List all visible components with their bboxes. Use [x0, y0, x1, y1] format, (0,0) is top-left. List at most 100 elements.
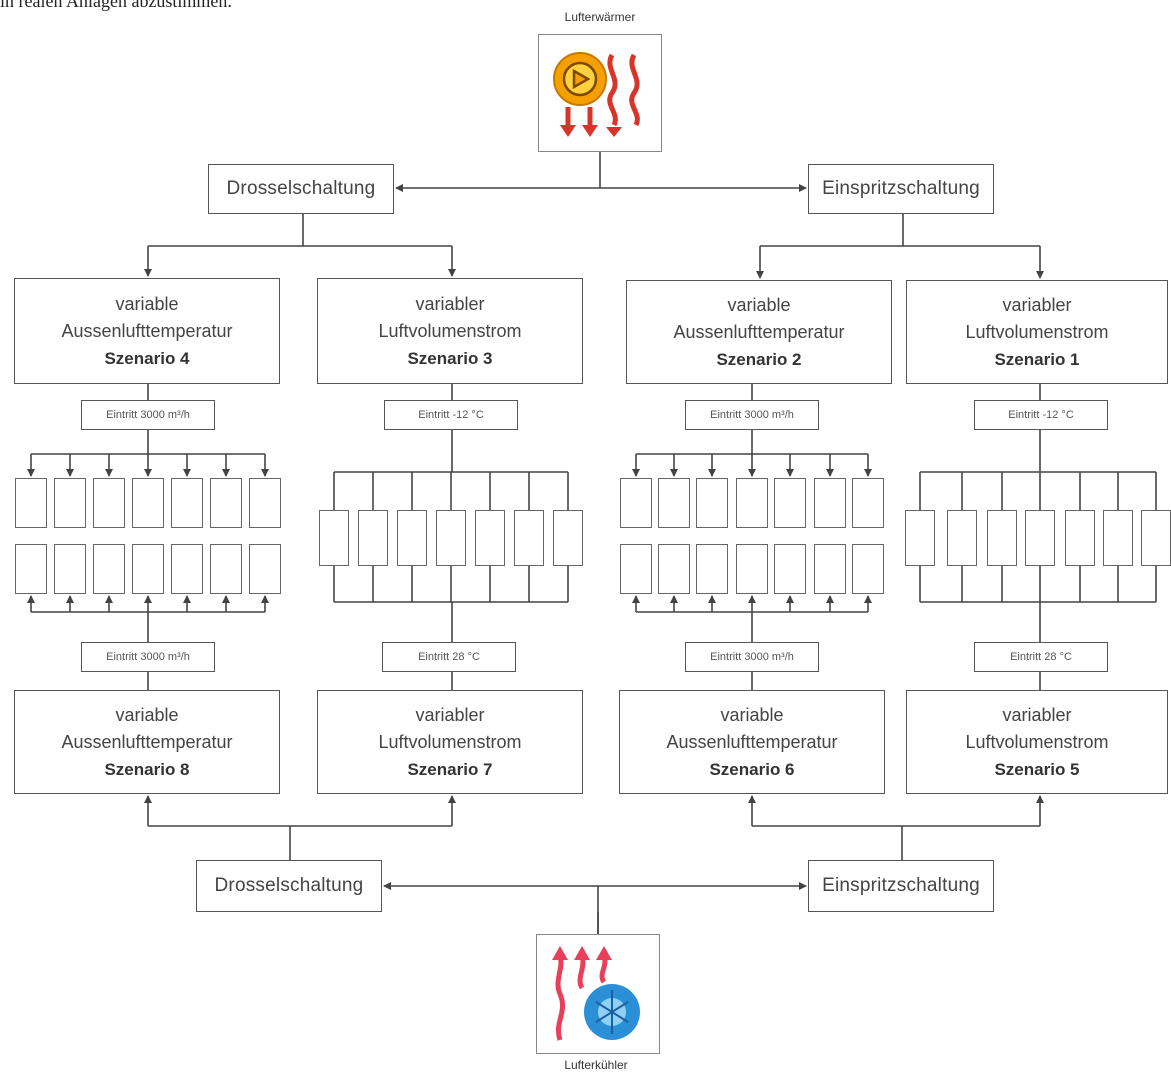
scenario-7-box: variabler Luftvolumenstrom Szenario 7 — [317, 690, 583, 794]
variant-box-bottom-3-1 — [620, 544, 652, 594]
variant-box-2-7 — [553, 510, 583, 566]
scenario-4-line2: Aussenlufttemperatur — [61, 320, 233, 341]
scenario-1-title: Szenario 1 — [994, 349, 1080, 369]
variant-box-4-3 — [987, 510, 1017, 566]
scenario-2-title: Szenario 2 — [716, 349, 802, 369]
scenario-7-line2: Luftvolumenstrom — [378, 731, 522, 752]
param-box-2: Eintritt 3000 m³/h — [685, 400, 819, 430]
scenario-8-title: Szenario 8 — [104, 759, 190, 779]
scenario-5-line1: variabler — [1002, 704, 1072, 725]
scenario-7-line1: variabler — [415, 704, 485, 725]
param-label-8: Eintritt 3000 m³/h — [106, 651, 190, 663]
param-box-8: Eintritt 3000 m³/h — [81, 642, 215, 672]
variant-box-bottom-1-5 — [171, 544, 203, 594]
variant-box-top-3-6 — [814, 478, 846, 528]
scenario-6-line1: variable — [720, 704, 784, 725]
scenario-8-line2: Aussenlufttemperatur — [61, 731, 233, 752]
bottom-einspritz-label: Einspritzschaltung — [822, 875, 980, 896]
variant-box-top-1-7 — [249, 478, 281, 528]
variant-box-bottom-1-1 — [15, 544, 47, 594]
variant-box-bottom-3-5 — [774, 544, 806, 594]
variant-box-top-1-6 — [210, 478, 242, 528]
scenario-3-title: Szenario 3 — [407, 348, 493, 368]
param-label-3: Eintritt -12 °C — [418, 409, 484, 421]
param-label-4: Eintritt 3000 m³/h — [106, 409, 190, 421]
heater-icon — [553, 52, 640, 137]
variant-box-4-1 — [905, 510, 935, 566]
variant-box-4-5 — [1065, 510, 1095, 566]
param-box-1: Eintritt -12 °C — [974, 400, 1108, 430]
scenario-8-line1: variable — [115, 704, 179, 725]
param-box-5: Eintritt 28 °C — [974, 642, 1108, 672]
variant-box-top-3-2 — [658, 478, 690, 528]
variant-box-bottom-1-7 — [249, 544, 281, 594]
variant-box-4-2 — [947, 510, 977, 566]
scenario-1-line2: Luftvolumenstrom — [965, 321, 1109, 342]
variant-box-top-3-5 — [774, 478, 806, 528]
variant-box-top-1-4 — [132, 478, 164, 528]
variant-box-bottom-1-3 — [93, 544, 125, 594]
scenario-5-box: variabler Luftvolumenstrom Szenario 5 — [906, 690, 1168, 794]
variant-box-bottom-3-4 — [736, 544, 768, 594]
scenario-1-line1: variabler — [1002, 294, 1072, 315]
variant-box-bottom-1-2 — [54, 544, 86, 594]
top-text: in realen Anlagen abzustimmen. — [0, 0, 232, 11]
param-label-5: Eintritt 28 °C — [1010, 651, 1072, 663]
variant-box-bottom-1-4 — [132, 544, 164, 594]
variant-box-bottom-3-3 — [696, 544, 728, 594]
variant-box-4-4 — [1025, 510, 1055, 566]
variant-box-bottom-3-7 — [852, 544, 884, 594]
heater-icon-box — [538, 34, 662, 152]
variant-box-2-1 — [319, 510, 349, 566]
top-einspritz-label: Einspritzschaltung — [822, 178, 980, 199]
variant-box-2-5 — [475, 510, 505, 566]
variant-box-top-3-1 — [620, 478, 652, 528]
variant-box-2-4 — [436, 510, 466, 566]
scenario-5-line2: Luftvolumenstrom — [965, 731, 1109, 752]
param-box-3: Eintritt -12 °C — [384, 400, 518, 430]
bottom-einspritz-box: Einspritzschaltung — [808, 860, 994, 912]
variant-box-bottom-1-6 — [210, 544, 242, 594]
variant-box-top-1-5 — [171, 478, 203, 528]
scenario-1-box: variabler Luftvolumenstrom Szenario 1 — [906, 280, 1168, 384]
top-drossel-box: Drosselschaltung — [208, 164, 394, 214]
param-label-6: Eintritt 3000 m³/h — [710, 651, 794, 663]
param-box-7: Eintritt 28 °C — [382, 642, 516, 672]
variant-box-4-7 — [1141, 510, 1171, 566]
scenario-3-box: variabler Luftvolumenstrom Szenario 3 — [317, 278, 583, 384]
scenario-7-title: Szenario 7 — [407, 759, 493, 779]
scenario-4-box: variable Aussenlufttemperatur Szenario 4 — [14, 278, 280, 384]
scenario-8-box: variable Aussenlufttemperatur Szenario 8 — [14, 690, 280, 794]
variant-box-top-1-2 — [54, 478, 86, 528]
scenario-2-box: variable Aussenlufttemperatur Szenario 2 — [626, 280, 892, 384]
top-drossel-label: Drosselschaltung — [226, 178, 376, 199]
variant-box-bottom-3-2 — [658, 544, 690, 594]
variant-box-bottom-3-6 — [814, 544, 846, 594]
scenario-5-title: Szenario 5 — [994, 759, 1080, 779]
scenario-3-line2: Luftvolumenstrom — [378, 320, 522, 341]
heater-caption: Lufterwärmer — [564, 10, 636, 24]
scenario-2-line2: Aussenlufttemperatur — [673, 321, 845, 342]
top-einspritz-box: Einspritzschaltung — [808, 164, 994, 214]
scenario-6-box: variable Aussenlufttemperatur Szenario 6 — [619, 690, 885, 794]
cooler-icon-box — [536, 934, 660, 1054]
param-label-7: Eintritt 28 °C — [418, 651, 480, 663]
variant-box-2-3 — [397, 510, 427, 566]
variant-box-top-3-4 — [736, 478, 768, 528]
variant-box-top-3-7 — [852, 478, 884, 528]
param-box-6: Eintritt 3000 m³/h — [685, 642, 819, 672]
scenario-3-line1: variabler — [415, 293, 485, 314]
cooler-icon — [552, 946, 640, 1041]
variant-box-4-6 — [1103, 510, 1133, 566]
scenario-6-line2: Aussenlufttemperatur — [666, 731, 838, 752]
variant-box-2-6 — [514, 510, 544, 566]
param-box-4: Eintritt 3000 m³/h — [81, 400, 215, 430]
variant-box-top-1-3 — [93, 478, 125, 528]
scenario-2-line1: variable — [727, 294, 791, 315]
scenario-6-title: Szenario 6 — [709, 759, 795, 779]
scenario-4-line1: variable — [115, 293, 179, 314]
scenario-4-title: Szenario 4 — [104, 348, 190, 368]
bottom-drossel-label: Drosselschaltung — [214, 875, 364, 896]
param-label-2: Eintritt 3000 m³/h — [710, 409, 794, 421]
